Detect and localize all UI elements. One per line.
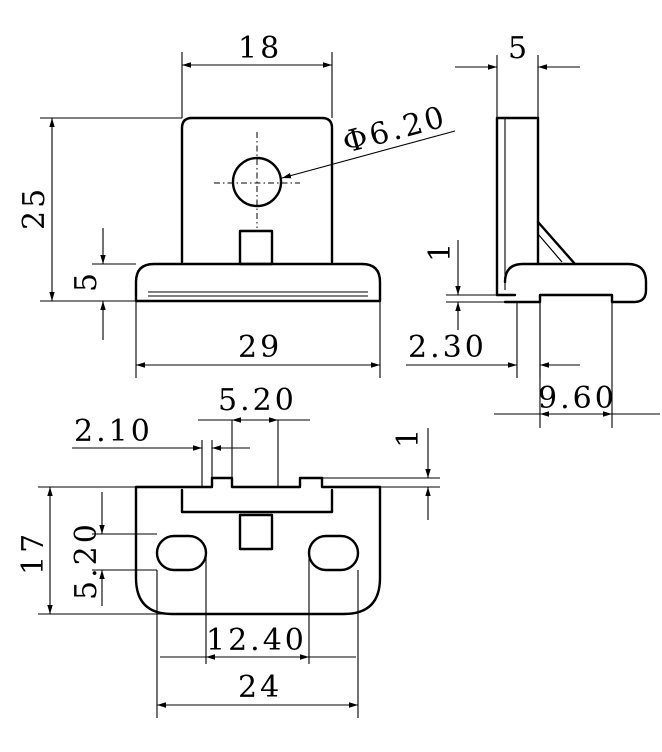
slot-hole-left — [155, 534, 208, 572]
side-plate-outline — [495, 116, 540, 297]
dim-label-tab-spacing-5-20: 5.20 — [218, 383, 297, 418]
dim-label-flange-5: 5 — [69, 270, 104, 292]
dim-label-hole-5-20: 5.20 — [69, 521, 104, 600]
front-stem — [238, 229, 274, 266]
dim-label-step-1: 1 — [391, 426, 426, 448]
side-flange-outline — [503, 262, 648, 304]
dim-label-slot-9-60: 9.60 — [538, 381, 617, 416]
dim-label-width-24: 24 — [238, 670, 282, 705]
bottom-outline — [134, 476, 382, 616]
dim-label-height-25: 25 — [17, 186, 52, 230]
dim-label-hole-spacing-12-40: 12.40 — [206, 623, 307, 658]
mounting-hole — [231, 156, 283, 208]
side-rib — [536, 220, 577, 266]
dim-label-width-18: 18 — [238, 31, 282, 66]
front-view: 18 Φ6.20 25 5 29 — [17, 31, 456, 378]
dim-label-height-17: 17 — [16, 531, 51, 575]
bottom-stem — [238, 513, 274, 551]
dim-label-tab-width-2-10: 2.10 — [74, 414, 153, 449]
front-flange-outline — [134, 262, 382, 303]
dim-label-thickness-5: 5 — [508, 31, 530, 66]
dim-label-diameter: Φ6.20 — [339, 99, 451, 160]
side-view: 5 1 2.30 9.60 — [406, 31, 660, 428]
dim-label-total-width-29: 29 — [238, 330, 282, 365]
bottom-pocket — [180, 488, 334, 514]
front-plate-outline — [180, 116, 334, 264]
dim-label-slot-2-30: 2.30 — [408, 330, 487, 365]
side-rib-hatch — [537, 233, 563, 263]
leader-line-diameter — [281, 130, 456, 179]
slot-hole-right — [307, 534, 360, 572]
dim-label-offset-1: 1 — [423, 240, 458, 262]
bottom-view: 5.20 2.10 1 17 5.20 12.40 24 — [16, 383, 440, 718]
